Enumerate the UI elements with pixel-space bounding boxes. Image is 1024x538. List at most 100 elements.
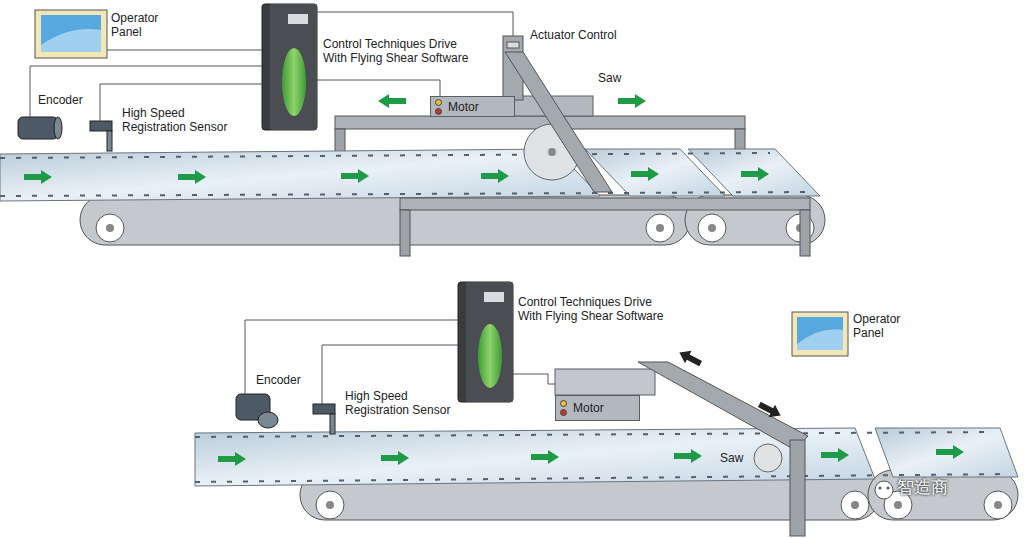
panel-screen bbox=[41, 15, 101, 52]
label-text: Saw bbox=[720, 451, 743, 465]
roller bbox=[841, 491, 869, 519]
component-label: Encoder bbox=[256, 374, 316, 388]
indicator-light bbox=[560, 400, 567, 407]
motion-arrow bbox=[756, 398, 784, 422]
sensor-tip bbox=[330, 414, 335, 434]
top-scene bbox=[0, 4, 825, 256]
motor-box: Motor bbox=[430, 96, 515, 117]
label-text: Encoder bbox=[256, 373, 301, 387]
component-label: High Speed Registration Sensor bbox=[122, 107, 237, 135]
node-text: Motor bbox=[573, 401, 604, 415]
indicator-lights bbox=[435, 98, 442, 116]
saw-column bbox=[790, 440, 805, 536]
panel-screen-glare bbox=[41, 29, 101, 52]
label-text: Control Techniques Drive With Flying She… bbox=[518, 295, 663, 323]
gantry-frame bbox=[400, 198, 810, 210]
watermark-icon-dot bbox=[887, 487, 890, 490]
drive-unit bbox=[262, 4, 317, 130]
saw-arm bbox=[505, 52, 612, 192]
roller bbox=[698, 214, 726, 242]
watermark-icon-dot bbox=[879, 487, 882, 490]
sensor-tip bbox=[107, 131, 112, 151]
roller bbox=[96, 214, 124, 242]
panel-screen-glare bbox=[797, 329, 843, 350]
flow-arrow bbox=[481, 169, 509, 183]
motion-arrow bbox=[676, 346, 704, 370]
flow-arrow bbox=[936, 445, 964, 459]
flow-arrow bbox=[531, 450, 559, 464]
drive-green-panel bbox=[478, 324, 502, 388]
registration-marks bbox=[195, 432, 995, 437]
registration-marks bbox=[195, 474, 1010, 482]
drive-green-panel bbox=[282, 48, 306, 116]
roller-hub bbox=[708, 224, 716, 232]
flow-arrow bbox=[674, 449, 702, 463]
actuator-display bbox=[507, 42, 519, 48]
saw-blade bbox=[754, 444, 782, 472]
flow-arrow bbox=[741, 167, 769, 181]
label-text: Operator Panel bbox=[853, 312, 900, 340]
roller-hub bbox=[994, 501, 1002, 509]
registration-sensor bbox=[90, 121, 112, 131]
drive-display bbox=[484, 292, 504, 302]
component-label: Saw bbox=[720, 452, 760, 466]
indicator-light bbox=[435, 99, 442, 106]
material-sheet bbox=[0, 149, 600, 201]
flow-arrow bbox=[24, 170, 52, 184]
roller-hub bbox=[894, 501, 902, 509]
watermark: 智造商 bbox=[897, 478, 987, 498]
flow-arrow bbox=[631, 167, 659, 181]
drive-front bbox=[270, 4, 317, 130]
label-text: Control Techniques Drive With Flying She… bbox=[323, 37, 468, 65]
carriage bbox=[555, 369, 655, 395]
bottom-scene bbox=[195, 282, 1018, 536]
drive-front bbox=[466, 282, 513, 402]
roller-hub bbox=[106, 224, 114, 232]
gantry-leg bbox=[400, 210, 410, 256]
cut-piece bbox=[688, 149, 820, 196]
component-label: Operator Panel bbox=[853, 313, 913, 341]
watermark-icon bbox=[875, 481, 893, 499]
registration-marks bbox=[0, 153, 770, 158]
roller bbox=[316, 491, 344, 519]
flow-arrow bbox=[821, 448, 849, 462]
operator-panel bbox=[792, 312, 848, 356]
flow-arrow bbox=[381, 451, 409, 465]
flow-arrow bbox=[341, 169, 369, 183]
motor-box: Motor bbox=[555, 395, 640, 421]
panel-screen bbox=[797, 317, 843, 350]
indicator-light bbox=[560, 409, 567, 416]
wiring bbox=[30, 12, 513, 121]
motion-arrow bbox=[378, 94, 406, 108]
saw-hub bbox=[548, 148, 556, 156]
encoder bbox=[18, 117, 58, 139]
component-label: Saw bbox=[598, 72, 638, 86]
roller-hub bbox=[851, 501, 859, 509]
roller-hub bbox=[326, 501, 334, 509]
label-text: High Speed Registration Sensor bbox=[345, 389, 450, 417]
component-label: High Speed Registration Sensor bbox=[345, 390, 460, 418]
registration-sensor bbox=[313, 404, 335, 414]
encoder-face bbox=[54, 117, 62, 139]
label-text: Actuator Control bbox=[530, 28, 617, 42]
roller bbox=[646, 214, 674, 242]
component-label: Actuator Control bbox=[530, 29, 640, 43]
motion-arrow bbox=[618, 94, 646, 108]
saw-arm bbox=[638, 362, 808, 450]
component-label: Encoder bbox=[38, 94, 98, 108]
cut-piece bbox=[875, 428, 1018, 477]
label-text: Operator Panel bbox=[111, 11, 158, 39]
drive-unit bbox=[458, 282, 513, 402]
node-text: Motor bbox=[448, 100, 479, 114]
encoder-face bbox=[258, 412, 278, 428]
component-label: Control Techniques Drive With Flying She… bbox=[323, 38, 481, 66]
roller bbox=[984, 491, 1012, 519]
flow-arrow bbox=[218, 452, 246, 466]
label-text: Saw bbox=[598, 71, 621, 85]
label-text: 智造商 bbox=[897, 477, 948, 497]
flow-arrow bbox=[178, 170, 206, 184]
label-text: High Speed Registration Sensor bbox=[122, 106, 227, 134]
gantry-leg bbox=[800, 210, 810, 256]
